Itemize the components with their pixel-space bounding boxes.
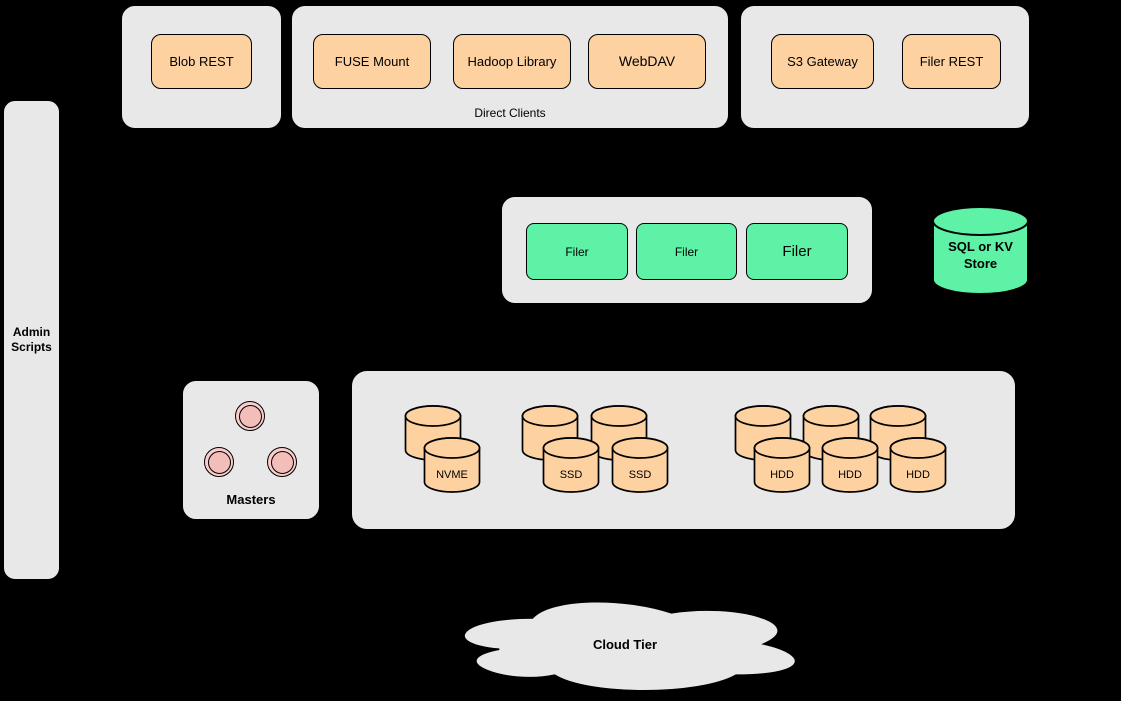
masters-label: Masters bbox=[226, 492, 276, 507]
sql-kv-store-label: SQL or KV Store bbox=[948, 239, 1013, 271]
filer-group: Filer Filer Filer bbox=[501, 196, 873, 304]
hdd-disk-cylinder-icon: HDD bbox=[821, 436, 879, 494]
node-filer-2: Filer bbox=[636, 223, 737, 280]
node-hadoop-library: Hadoop Library bbox=[453, 34, 571, 89]
blob-client-group: Blob REST bbox=[121, 5, 282, 129]
hdd-disk-cylinder-icon: HDD bbox=[753, 436, 811, 494]
node-s3-gateway: S3 Gateway bbox=[771, 34, 874, 89]
ssd-disk-cylinder-icon: SSD bbox=[611, 436, 669, 494]
node-fuse-mount: FUSE Mount bbox=[313, 34, 431, 89]
node-filer-1: Filer bbox=[526, 223, 628, 280]
node-webdav: WebDAV bbox=[588, 34, 706, 89]
database-cylinder-icon bbox=[932, 206, 1029, 295]
gateway-group: S3 Gateway Filer REST bbox=[740, 5, 1030, 129]
node-filer-1-label: Filer bbox=[565, 244, 589, 259]
node-webdav-label: WebDAV bbox=[618, 53, 676, 70]
hdd-disk-cylinder-icon: HDD bbox=[889, 436, 947, 494]
ssd-label: SSD bbox=[628, 469, 652, 481]
node-filer-rest: Filer REST bbox=[902, 34, 1001, 89]
node-hadoop-library-label: Hadoop Library bbox=[467, 53, 557, 69]
cloud-icon bbox=[463, 600, 797, 692]
node-s3-gateway-label: S3 Gateway bbox=[787, 53, 858, 69]
node-filer-rest-label: Filer REST bbox=[919, 53, 984, 69]
volume-servers-group: NVME SSD SSD bbox=[351, 370, 1016, 530]
node-filer-3: Filer bbox=[746, 223, 848, 280]
master-node-circle-icon bbox=[235, 401, 265, 431]
nvme-disk-cylinder-back-icon bbox=[404, 404, 462, 462]
node-blob-rest-label: Blob REST bbox=[169, 53, 234, 69]
node-filer-2-label: Filer bbox=[674, 244, 699, 259]
ssd-label: SSD bbox=[559, 469, 583, 481]
master-node-circle-icon bbox=[204, 447, 234, 477]
admin-scripts-node: Admin Scripts bbox=[3, 100, 60, 580]
admin-scripts-label: Admin Scripts bbox=[11, 325, 52, 354]
ssd-disk-cylinder-icon: SSD bbox=[542, 436, 600, 494]
nvme-disk-cylinder-icon: NVME bbox=[423, 436, 481, 494]
sql-kv-store-node: SQL or KV Store bbox=[931, 205, 1030, 297]
direct-clients-caption: Direct Clients bbox=[474, 106, 546, 120]
hdd-label: HDD bbox=[838, 469, 862, 481]
node-blob-rest: Blob REST bbox=[151, 34, 252, 89]
hdd-label: HDD bbox=[906, 469, 930, 481]
nvme-label: NVME bbox=[436, 469, 468, 481]
hdd-label: HDD bbox=[770, 469, 794, 481]
cloud-tier-label: Cloud Tier bbox=[592, 636, 658, 652]
master-node-circle-icon bbox=[267, 447, 297, 477]
masters-group: Masters bbox=[182, 380, 320, 520]
direct-clients-group: FUSE Mount Hadoop Library WebDAV Direct … bbox=[291, 5, 729, 129]
cloud-tier-node: Cloud Tier bbox=[438, 590, 812, 698]
node-fuse-mount-label: FUSE Mount bbox=[334, 53, 410, 69]
node-filer-3-label: Filer bbox=[782, 243, 812, 260]
